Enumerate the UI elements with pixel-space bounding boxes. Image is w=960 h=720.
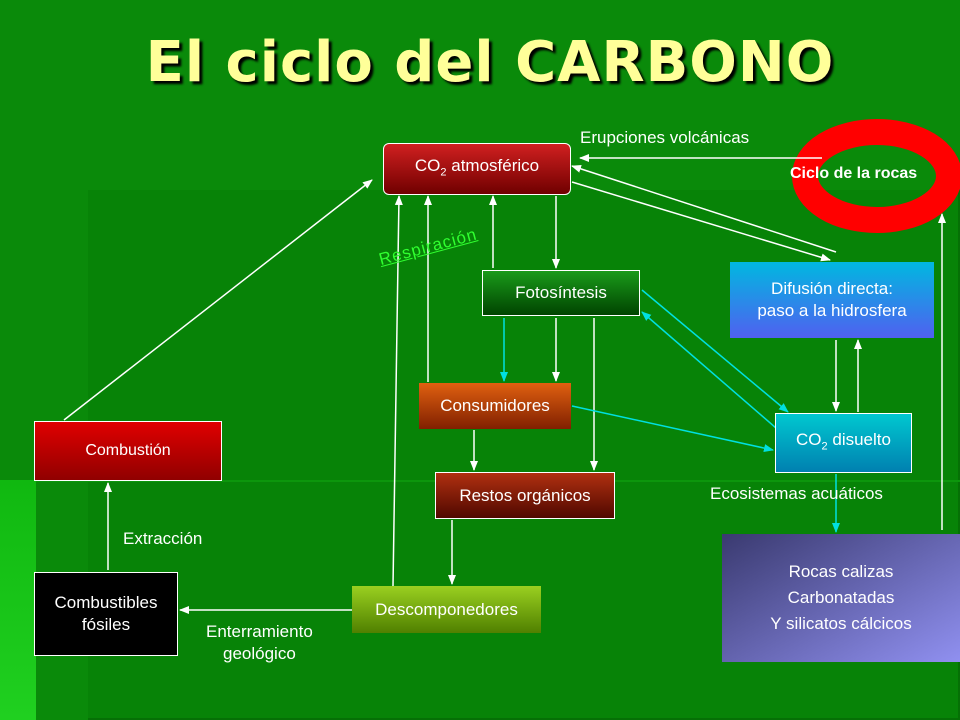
slide-title: El ciclo del CARBONO — [145, 30, 835, 95]
arrow-decomposers-up — [392, 195, 403, 587]
co2-dis-suffix: disuelto — [827, 429, 891, 449]
rock-cycle-ring — [792, 119, 960, 233]
limestone-rocks-node: Rocas calizas Carbonatadas Y silicatos c… — [722, 534, 960, 662]
arrow-co2-to-diffusion — [571, 181, 831, 262]
co2-prefix: CO — [414, 155, 441, 175]
volcanic-eruptions-label: Erupciones volcánicas — [580, 128, 750, 147]
diffusion-line-1: Difusión directa: — [771, 279, 893, 298]
co2-dis-subscript: 2 — [821, 440, 828, 453]
arrow-cyan-photosynthesis-dissolved — [641, 289, 789, 413]
arrow-combustion — [63, 179, 373, 421]
co2-subscript: 2 — [440, 166, 447, 179]
decomposers-node: Descomponedores — [352, 586, 541, 633]
fossil-fuels-line-2: fósiles — [81, 615, 131, 634]
burial-line-2: geológico — [223, 644, 296, 663]
background-strip — [0, 480, 36, 720]
arrow-cyan-to-dissolved — [571, 405, 774, 452]
co2-atm-suffix: atmosférico — [446, 155, 540, 175]
geological-burial-label: Enterramiento geológico — [206, 621, 313, 665]
arrow-cyan-to-photosynthesis — [641, 311, 777, 429]
photosynthesis-node: Fotosíntesis — [482, 270, 640, 316]
rocks-line-3: Y silicatos cálcicos — [770, 614, 912, 633]
organic-remains-node: Restos orgánicos — [435, 472, 615, 519]
arrow-diffusion-to-co2 — [571, 164, 837, 253]
direct-diffusion-node: Difusión directa: paso a la hidrosfera — [730, 262, 934, 338]
co2-atmospheric-node: CO2 atmosférico — [383, 143, 571, 195]
rocks-line-1: Rocas calizas — [788, 562, 894, 581]
combustion-node: Combustión — [34, 421, 222, 481]
diffusion-line-2: paso a la hidrosfera — [757, 301, 907, 320]
rocks-line-2: Carbonatadas — [787, 588, 895, 607]
burial-line-1: Enterramiento — [206, 622, 313, 641]
fossil-fuels-node: Combustibles fósiles — [34, 572, 178, 656]
co2-dissolved-node: CO2 disuelto — [775, 413, 912, 473]
consumers-node: Consumidores — [419, 383, 571, 429]
co2-dis-prefix: CO — [796, 429, 822, 449]
extraction-label: Extracción — [123, 529, 203, 548]
aquatic-ecosystems-label: Ecosistemas acuáticos — [710, 484, 883, 503]
fossil-fuels-line-1: Combustibles — [54, 593, 158, 612]
rock-cycle-label: Ciclo de la rocas — [790, 165, 918, 182]
